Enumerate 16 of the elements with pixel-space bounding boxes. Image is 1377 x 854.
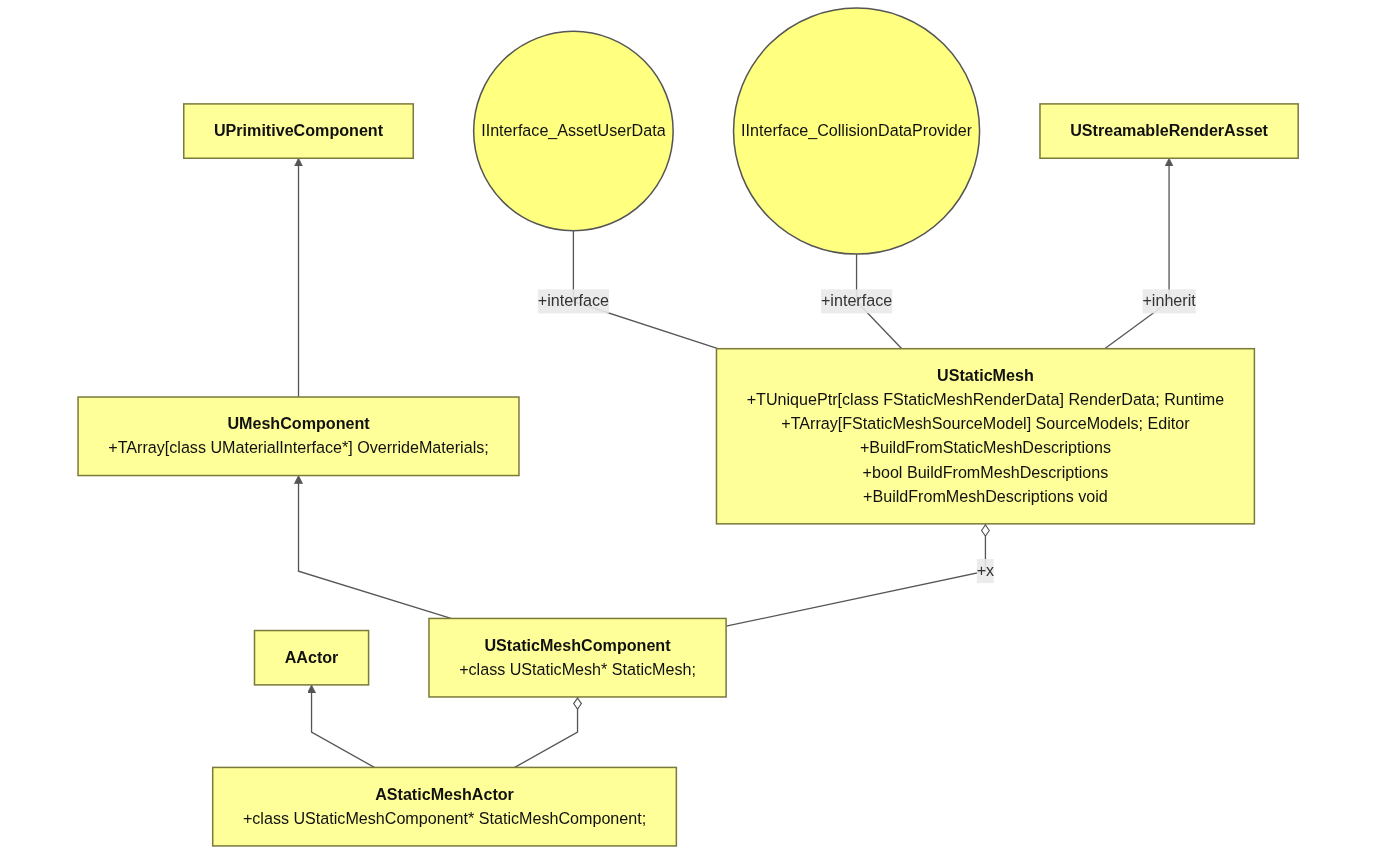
node-circle: IInterface_CollisionDataProvider [733,7,981,255]
node-box: UStreamableRenderAsset [1039,103,1300,159]
arrow [294,157,304,398]
node-box: UMeshComponent +TArray[class UMaterialInterface*] OverrideMaterials; [77,396,521,477]
edge-label: +x [977,562,995,580]
edge-label: +interface [821,292,893,310]
node-box: AActor [254,629,370,686]
connector [514,696,583,769]
node-box: UStaticMeshComponent +class UStaticMesh* StaticMesh; [428,617,728,698]
node-circle: IInterface_AssetUserData [473,30,675,232]
arrow [307,684,376,769]
node-box: UStaticMesh +TUniquePtr[class FStaticMeshRenderData] RenderData; Runtime +TArray[FStaticMeshSourceModel] SourceModels; Editor +BuildFromStaticMeshDescriptions +bool BuildFromMeshDescriptions +BuildFromMeshDescriptions void [716,347,1256,525]
node-box: UPrimitiveComponent [183,103,415,159]
edge-label: +interface [538,292,610,310]
node-box: AStaticMeshActor +class UStaticMeshComponent* StaticMeshComponent; [212,766,678,847]
edge-label: +inherit [1142,292,1197,310]
